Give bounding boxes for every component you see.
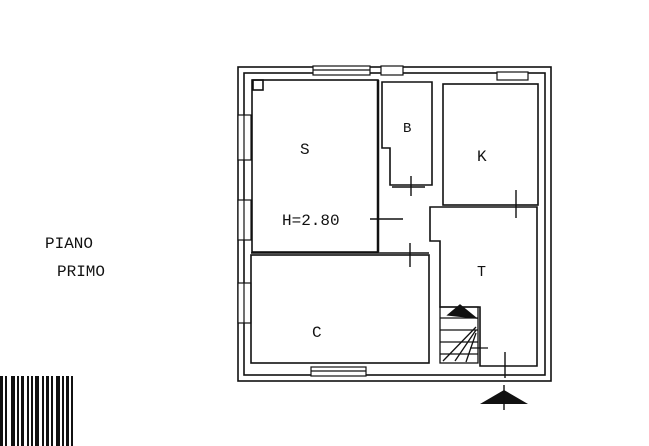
room-c-outline	[250, 254, 430, 364]
room-label-c: C	[312, 324, 322, 342]
room-walls	[250, 79, 539, 367]
room-label-k: K	[477, 148, 487, 166]
height-note: H=2.80	[282, 212, 340, 230]
room-label-b: B	[403, 121, 411, 137]
room-t-outline	[429, 206, 538, 367]
barcode	[0, 376, 73, 446]
room-label-s: S	[300, 141, 310, 159]
staircase	[439, 304, 488, 364]
floor-label-piano: PIANO	[45, 235, 93, 253]
room-k-outline	[442, 83, 539, 206]
north-arrow-icon	[480, 385, 528, 410]
windows	[237, 65, 529, 377]
room-label-t: T	[477, 264, 486, 281]
door-marks	[370, 176, 517, 378]
floor-label-primo: PRIMO	[57, 263, 105, 281]
room-b-outline	[381, 81, 433, 186]
